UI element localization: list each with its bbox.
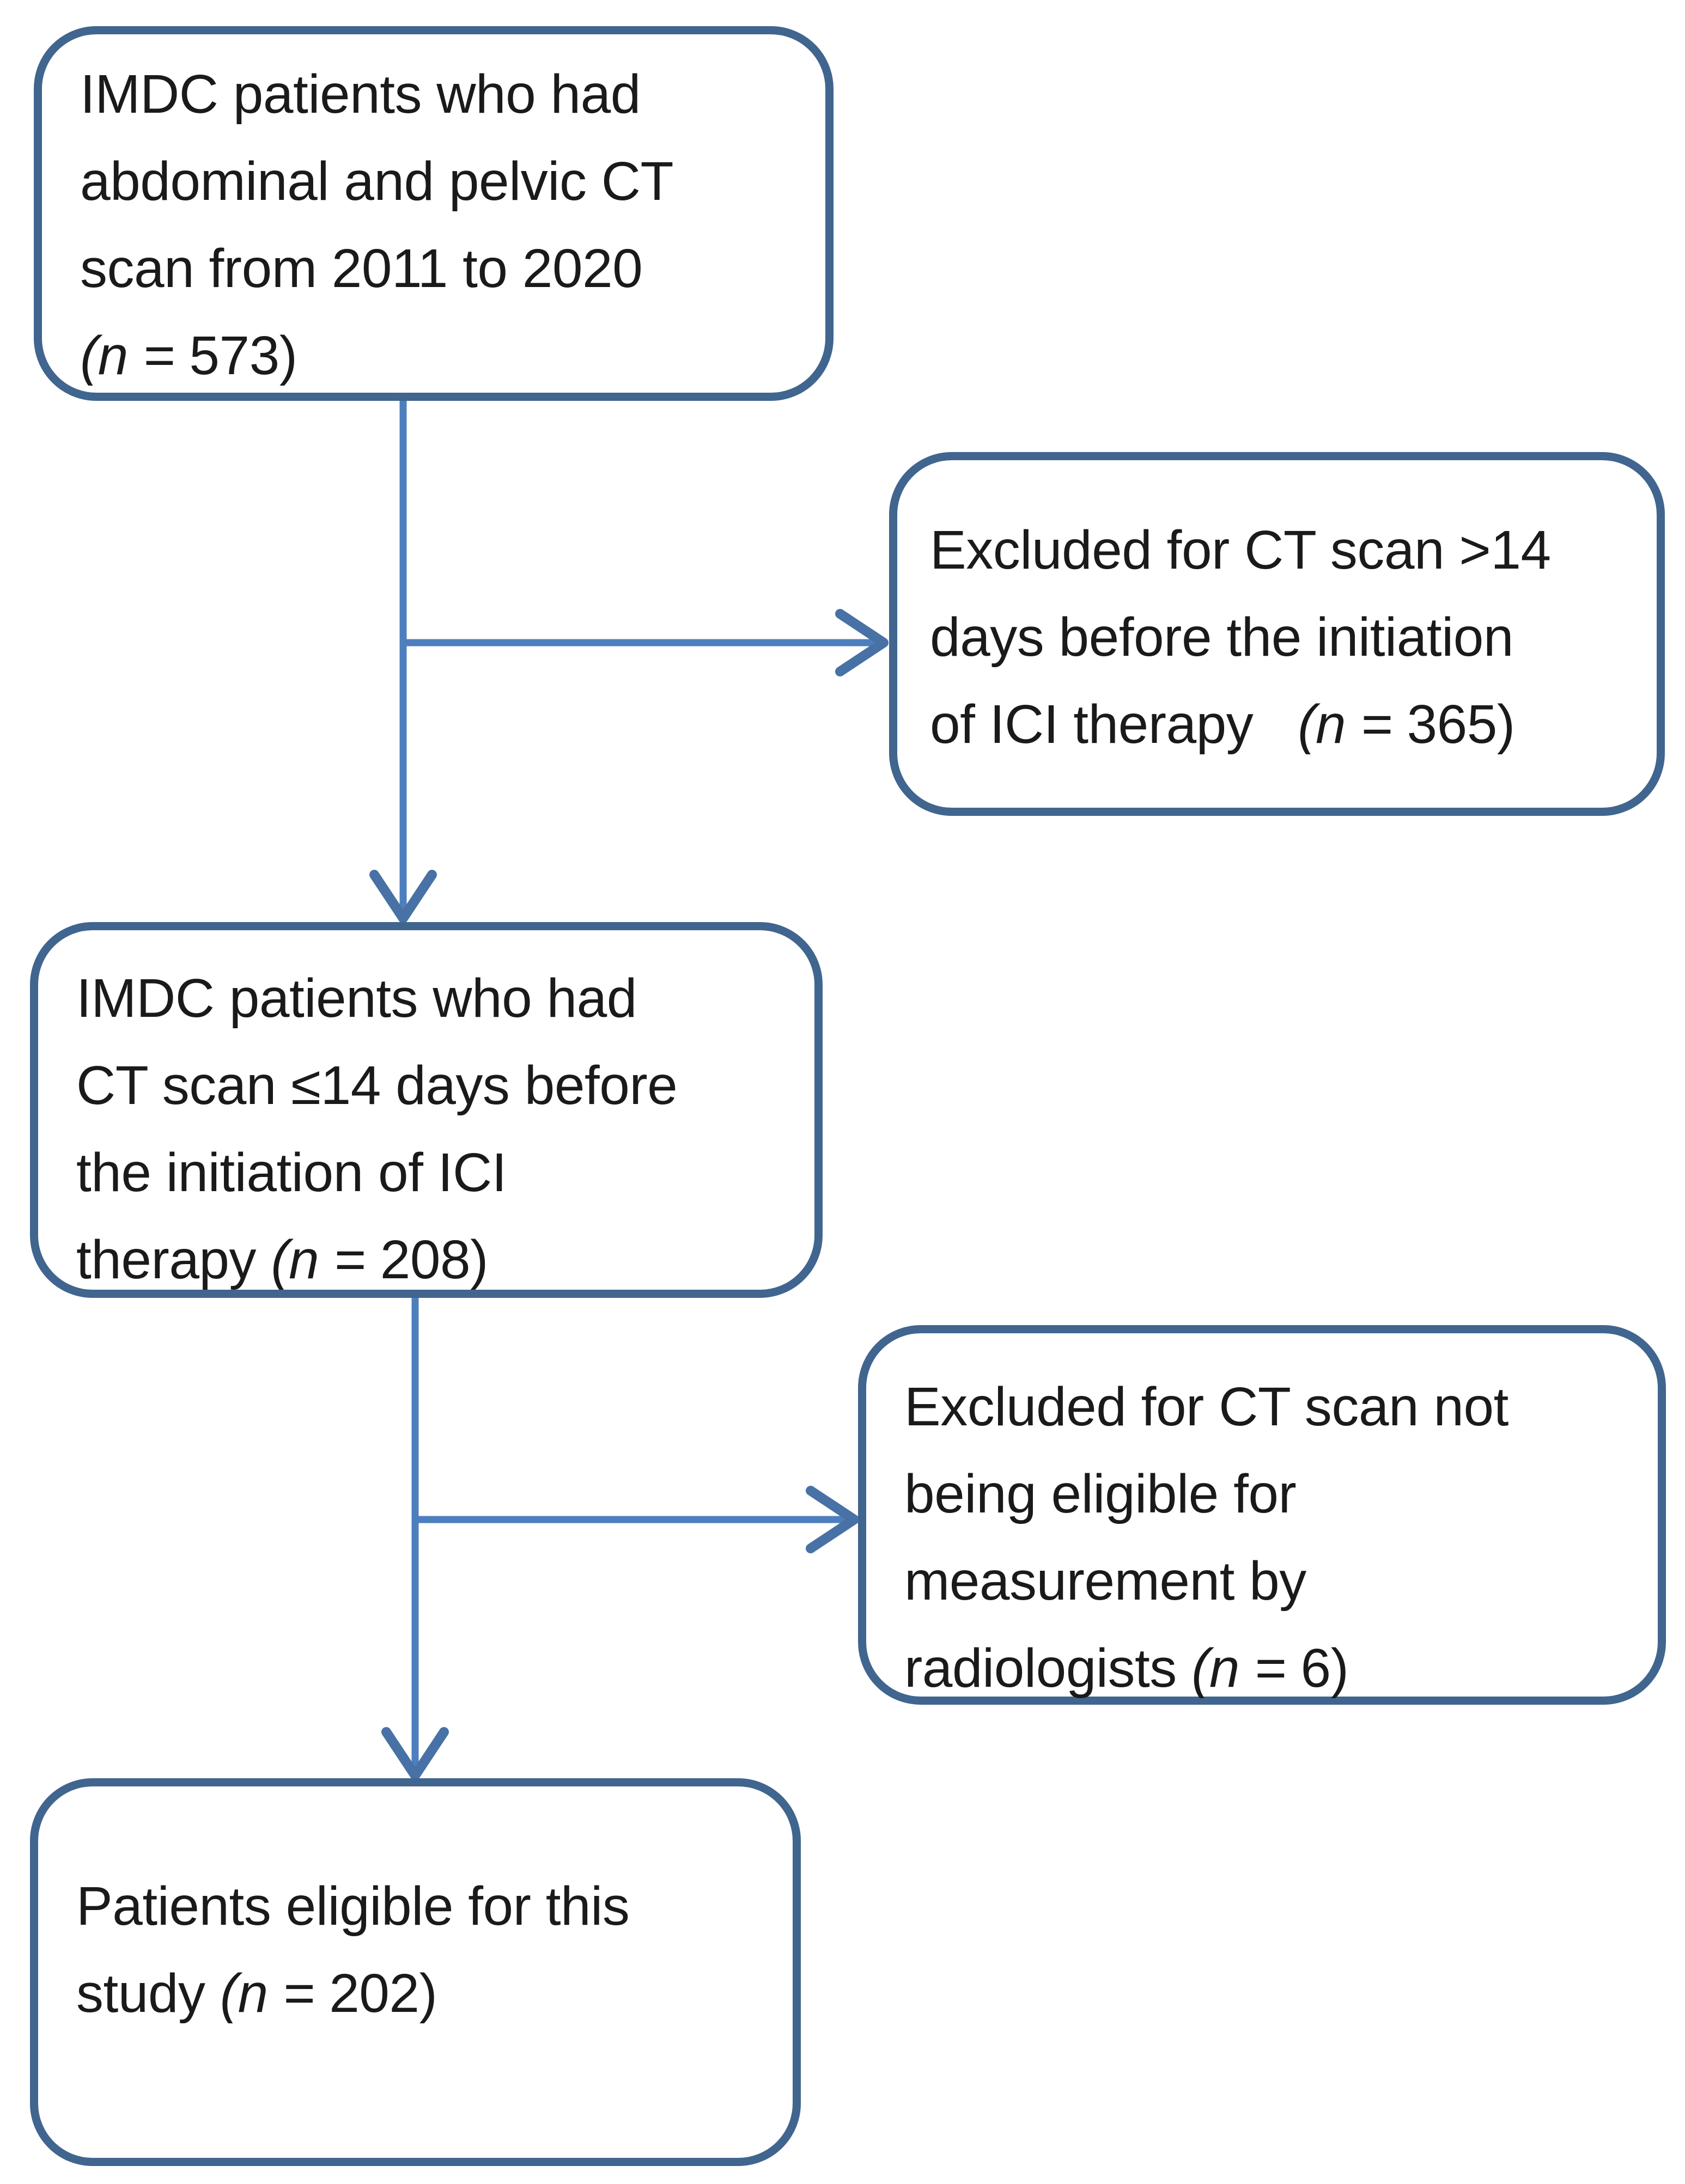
flow-box-text-line: radiologists (n = 6) bbox=[904, 1638, 1349, 1699]
flow-box-excluded-ct-gt14-days: Excluded for CT scan >14 days before the … bbox=[889, 452, 1665, 816]
flow-box-text-line: IMDC patients who had bbox=[80, 64, 641, 125]
flow-box-text-line: IMDC patients who had bbox=[76, 968, 637, 1029]
flow-box-text-line: abdominal and pelvic CT bbox=[80, 151, 674, 212]
arrowhead-down-icon bbox=[369, 870, 437, 923]
flow-box-eligible-patients: Patients eligible for this study (n = 202… bbox=[30, 1778, 801, 2166]
flow-box-text-line: (n = 573) bbox=[80, 325, 297, 386]
arrowhead-down-icon bbox=[381, 1727, 449, 1780]
flow-box-text-line: the initiation of ICI bbox=[76, 1142, 507, 1203]
arrowhead-right-icon bbox=[806, 1486, 859, 1553]
flow-box-text-line: scan from 2011 to 2020 bbox=[80, 238, 643, 299]
arrowhead-right-icon bbox=[835, 609, 889, 676]
flow-box-text-line: Excluded for CT scan >14 bbox=[930, 520, 1551, 581]
flow-box-text-line: of ICI therapy (n = 365) bbox=[930, 694, 1515, 755]
flow-box-text-line: CT scan ≤14 days before bbox=[76, 1055, 678, 1116]
flow-box-imdc-ct-2011-2020: IMDC patients who had abdominal and pelvi… bbox=[34, 26, 834, 401]
flow-box-text-line: Excluded for CT scan not bbox=[904, 1376, 1508, 1437]
flow-box-text-line: study (n = 202) bbox=[76, 1963, 437, 2024]
flow-box-text-line: days before the initiation bbox=[930, 607, 1514, 668]
flow-box-text-line: measurement by bbox=[904, 1551, 1306, 1612]
flow-box-imdc-ct-le14-days: IMDC patients who had CT scan ≤14 days be… bbox=[30, 922, 823, 1298]
flow-box-excluded-not-measurable: Excluded for CT scan not being eligible f… bbox=[858, 1325, 1666, 1705]
flow-box-text-line: being eligible for bbox=[904, 1463, 1297, 1524]
flow-box-text-line: therapy (n = 208) bbox=[76, 1229, 488, 1290]
flow-box-text-line: Patients eligible for this bbox=[76, 1876, 630, 1937]
